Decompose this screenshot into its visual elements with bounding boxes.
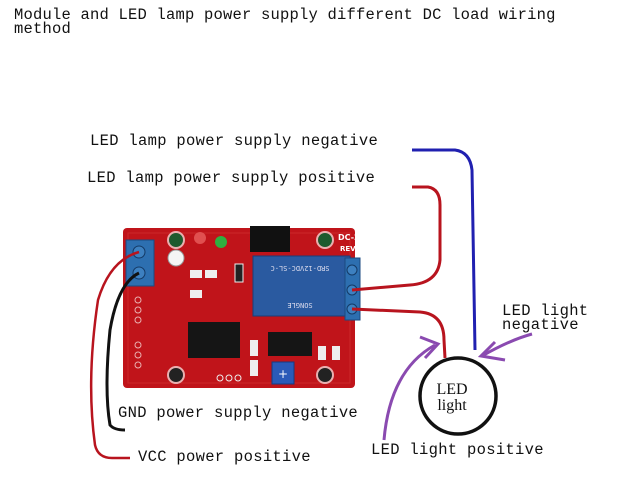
wire-gnd-black <box>105 271 140 432</box>
diagram-title: Module and LED lamp power supply differe… <box>14 6 556 38</box>
title-line-2: method <box>14 20 72 38</box>
label-led-light-negative: LED light negative <box>502 302 589 334</box>
capacitor <box>167 249 185 267</box>
ic-chip-main <box>188 322 240 358</box>
label-led-light-positive: LED light positive <box>371 441 544 459</box>
led-light-circle <box>418 356 498 436</box>
wire-led-negative-blue <box>412 148 477 351</box>
label-led-lamp-negative: LED lamp power supply negative <box>90 132 379 150</box>
title-line-1: Module and LED lamp power supply differe… <box>14 6 556 24</box>
label-led-light-negative-line2: negative <box>502 316 579 334</box>
svg-text:+: + <box>278 367 288 381</box>
arrow-led-positive <box>382 343 436 441</box>
relay-module-board: SRD-12VDC-SL-C SONGLE DC-27 REVB + <box>123 226 365 388</box>
label-gnd-power-negative: GND power supply negative <box>118 404 359 422</box>
label-led-lamp-positive: LED lamp power supply positive <box>87 169 376 187</box>
board-revision: REVB <box>340 245 361 253</box>
wire-vcc-red <box>89 250 140 460</box>
green-led <box>215 236 227 248</box>
relay <box>252 255 351 317</box>
red-led <box>194 232 206 244</box>
led-circle-label-line2: light <box>437 397 467 414</box>
mounting-hole <box>167 366 185 384</box>
arrow-led-negative <box>481 332 533 358</box>
relay-label: SRD-12VDC-SL-C <box>270 264 329 272</box>
dc-jack <box>250 226 290 252</box>
wire-led-lamp-positive-red <box>351 185 442 292</box>
mounting-hole <box>316 231 334 249</box>
led-circle-label: LED light <box>424 382 480 414</box>
ic-chip-secondary <box>268 332 312 356</box>
mounting-hole <box>167 231 185 249</box>
wire-led-positive-red <box>351 307 447 359</box>
mounting-hole <box>316 366 334 384</box>
potentiometer <box>271 361 295 385</box>
label-vcc-power-positive: VCC power positive <box>138 448 311 466</box>
board-model: DC-27 <box>338 233 365 242</box>
led-circle-label-line1: LED <box>436 381 468 398</box>
relay-brand: SONGLE <box>287 301 312 309</box>
label-led-light-negative-line1: LED light <box>502 302 589 320</box>
